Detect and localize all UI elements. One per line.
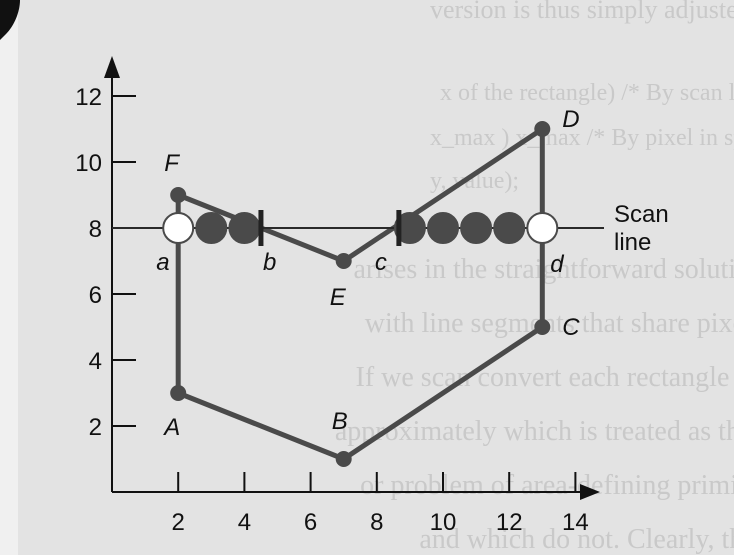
intersection-label: a — [156, 249, 169, 276]
vertex-label: F — [164, 150, 180, 177]
y-tick-label: 12 — [75, 84, 102, 111]
y-tick-label: 4 — [89, 348, 102, 375]
filled-pixel — [460, 212, 493, 244]
vertex-label: C — [562, 314, 580, 341]
vertex-dot — [335, 451, 352, 467]
y-axis-arrow — [104, 56, 120, 78]
y-tick-label: 6 — [89, 282, 102, 309]
filled-pixel — [393, 212, 426, 244]
background-book-text: version is thus simply adjusted for (loo… — [335, 0, 734, 555]
vertex-dot — [170, 385, 187, 401]
x-tick-label: 2 — [172, 509, 185, 536]
vertex-dot — [170, 187, 187, 203]
filled-pixel — [228, 212, 261, 244]
background-text-line: and which do not. Clearly, those — [419, 524, 734, 555]
scan-line-label: line — [614, 229, 651, 256]
x-tick-label: 14 — [562, 509, 589, 536]
background-text-line: version is thus simply adjusted for (loo… — [430, 0, 734, 24]
labels: A B C D E Fa b c d — [156, 106, 580, 441]
vertex-label: B — [332, 408, 348, 435]
filled-pixel — [427, 212, 459, 244]
background-text-line: approximately which is treated as the bo… — [335, 416, 734, 447]
polygon — [170, 121, 551, 467]
scan-line-label: Scan — [614, 201, 669, 228]
corner-artifact — [0, 0, 20, 40]
background-text-line: x of the rectangle) /* By scan line */ — [440, 80, 734, 106]
y-tick-label: 10 — [75, 150, 102, 177]
vertex-label: A — [162, 414, 180, 441]
vertex-label: E — [330, 284, 347, 311]
open-pixel — [526, 212, 559, 244]
background-text-line: If we scan convert each rectangle in tur… — [356, 362, 734, 393]
intersection-label: c — [375, 249, 387, 276]
y-tick-label: 8 — [89, 216, 102, 243]
vertex-dot — [534, 319, 551, 335]
background-text-line: x_max ) x_max /* By pixel in span */ — [430, 125, 734, 151]
x-tick-label: 10 — [430, 509, 457, 536]
y-tick-label: 2 — [89, 414, 102, 441]
filled-pixel — [493, 212, 526, 244]
x-tick-label: 12 — [496, 509, 523, 536]
span-pixels — [162, 210, 559, 246]
x-tick-label: 8 — [370, 509, 383, 536]
background-text-line: or problem of area-defining primitives t… — [360, 470, 734, 501]
x-tick-label: 4 — [238, 509, 251, 536]
open-pixel — [162, 212, 195, 244]
vertex-label: D — [562, 106, 579, 133]
vertex-dot — [335, 253, 352, 269]
x-tick-label: 6 — [304, 509, 317, 536]
x-axis-arrow — [580, 484, 600, 500]
vertex-dot — [534, 121, 551, 137]
intersection-label: b — [263, 249, 276, 276]
left-margin — [0, 0, 18, 555]
intersection-label: d — [550, 251, 564, 278]
filled-pixel — [195, 212, 228, 244]
axes: 2 4 6 8 10 12 2 4 6 8 10 12 14 — [75, 56, 600, 536]
